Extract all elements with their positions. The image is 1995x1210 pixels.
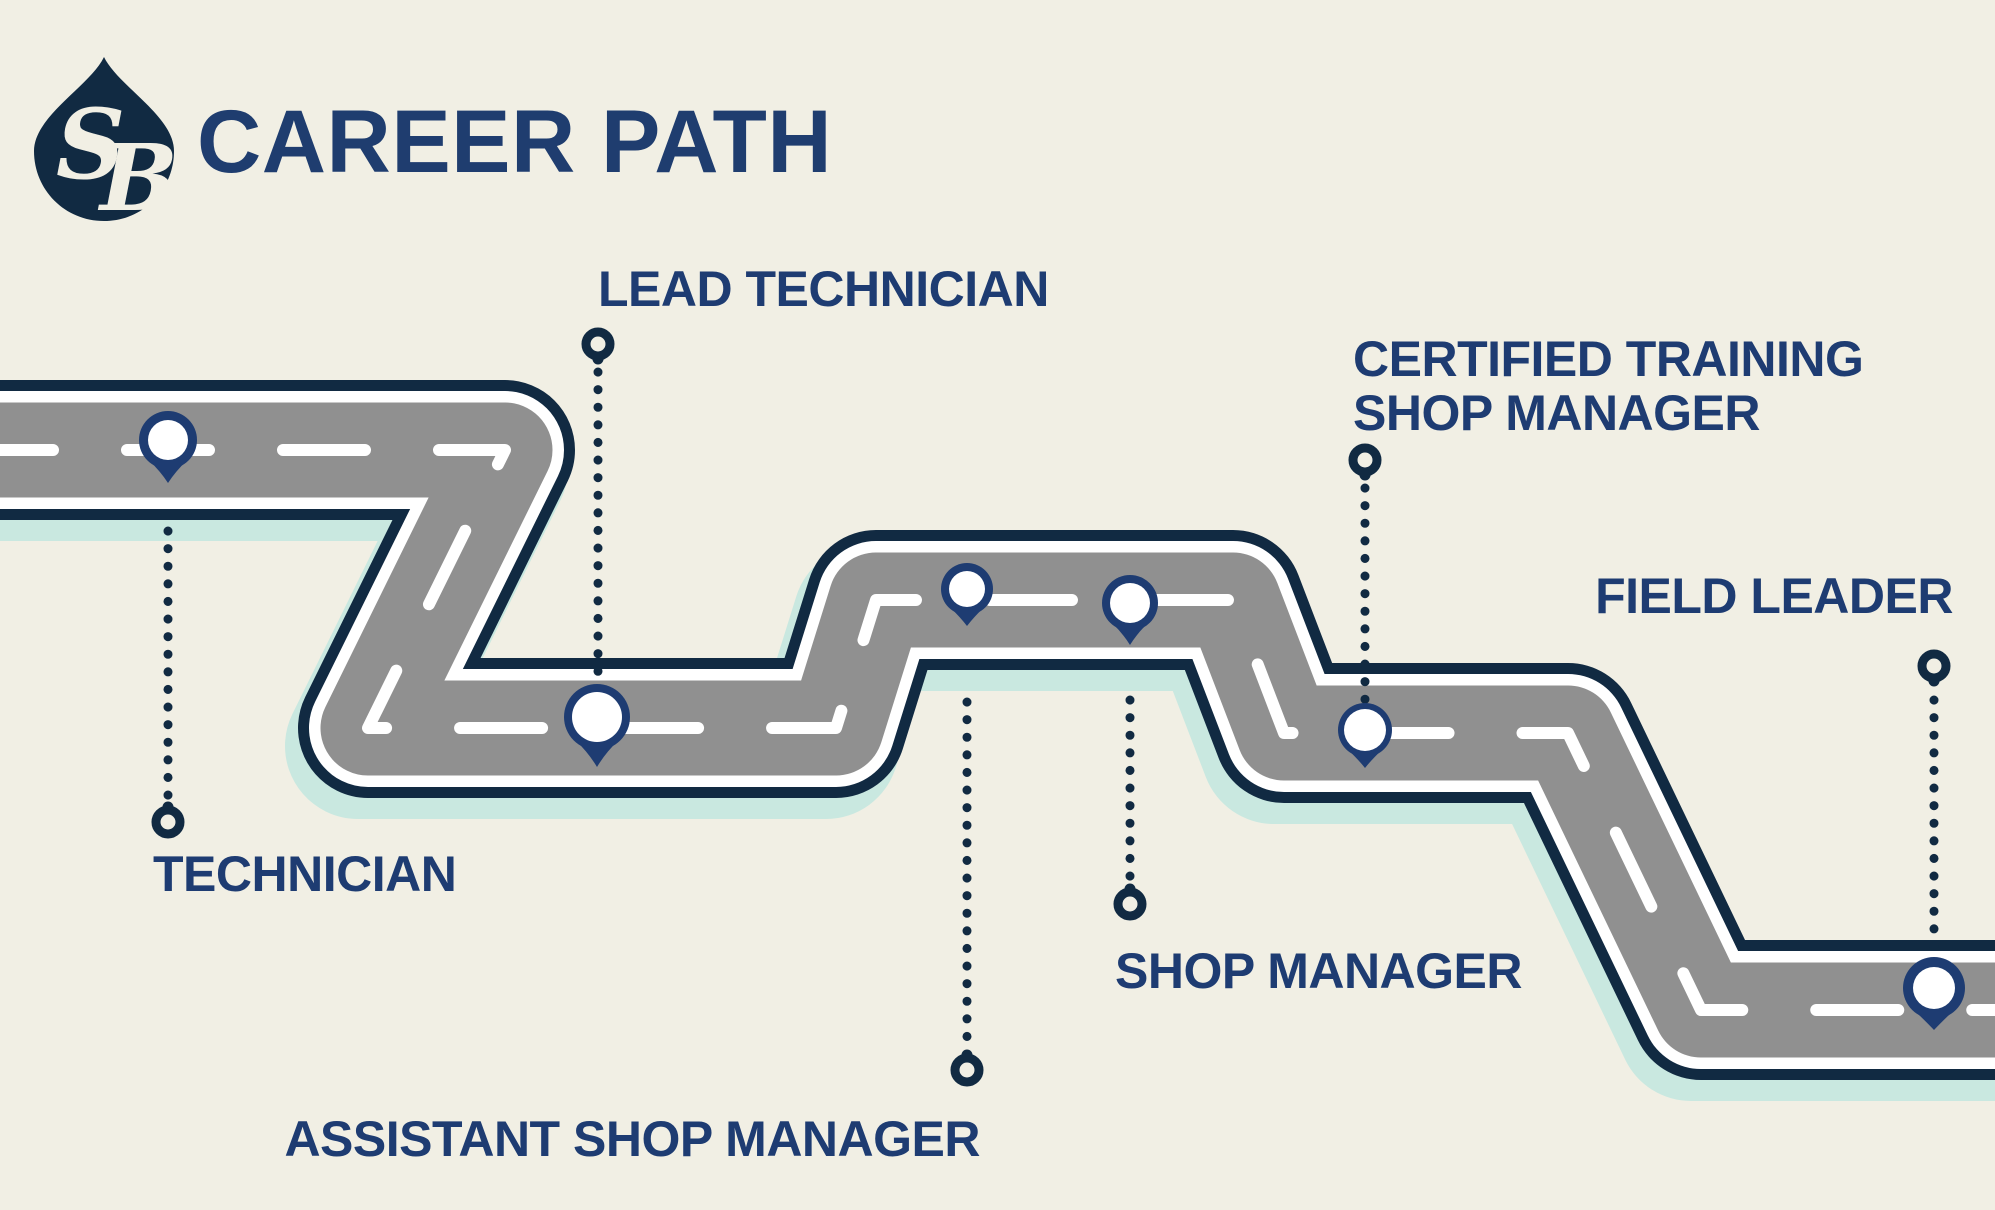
connector-ring-icon	[151, 805, 185, 839]
logo: SB	[34, 57, 178, 232]
logo-monogram: SB	[56, 88, 178, 232]
milestone-label: SHOP MANAGER	[1353, 385, 1760, 441]
connector-ring-icon	[581, 327, 615, 361]
milestone-field-leader: FIELD LEADER	[1595, 568, 1965, 1030]
milestone-shop-manager: SHOP MANAGER	[1102, 575, 1523, 999]
pin-center	[1913, 967, 1955, 1009]
pin-center	[148, 420, 188, 460]
logo-letter-b: B	[97, 124, 178, 232]
logo-drop-icon	[34, 57, 174, 221]
connector-ring-icon	[1348, 443, 1382, 477]
connector-ring-icon	[1917, 649, 1951, 683]
connector-ring-icon	[950, 1053, 984, 1087]
page-title: CAREER PATH	[197, 91, 832, 191]
milestone-label: CERTIFIED TRAINING	[1353, 331, 1863, 387]
pin-center	[1344, 709, 1386, 751]
pin-center	[572, 692, 622, 742]
pin-center	[949, 571, 985, 607]
road	[0, 380, 1995, 1101]
milestone-label: SHOP MANAGER	[1115, 943, 1522, 999]
milestone-assistant-shop-manager: ASSISTANT SHOP MANAGER	[284, 563, 993, 1167]
milestones: TECHNICIAN LEAD TECHNICIAN ASSISTANT SHOP …	[139, 261, 1965, 1167]
logo-letter-s: S	[56, 88, 125, 201]
milestone-technician: TECHNICIAN	[139, 411, 457, 902]
milestone-lead-technician: LEAD TECHNICIAN	[564, 261, 1049, 767]
pin-center	[1110, 583, 1150, 623]
milestone-label: ASSISTANT SHOP MANAGER	[284, 1111, 980, 1167]
connector-ring-icon	[1113, 887, 1147, 921]
milestone-label: LEAD TECHNICIAN	[598, 261, 1049, 317]
milestone-label: FIELD LEADER	[1595, 568, 1953, 624]
milestone-label: TECHNICIAN	[153, 846, 456, 902]
road-center-dashes	[0, 444, 1995, 1016]
